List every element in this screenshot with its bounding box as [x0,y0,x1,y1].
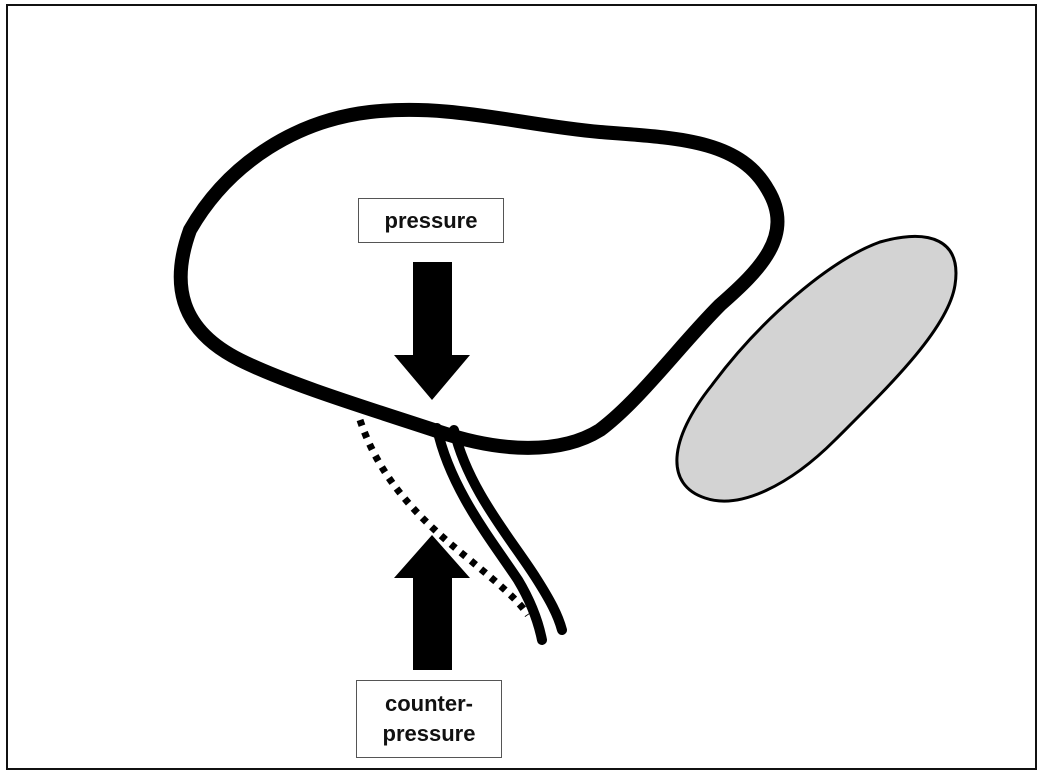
tube-outer-left [432,423,547,645]
large-organ-outline [173,102,785,455]
counter-pressure-label-line1: counter- [384,691,473,716]
adjacent-gray-structure [675,234,958,503]
pressure-arrow [394,262,470,400]
tube-outer-right [449,425,567,635]
pressure-label-text: pressure [384,207,478,233]
pressure-label: pressure [358,198,504,243]
counter-pressure-arrow [394,535,470,670]
counter-pressure-label-line2: pressure [382,721,476,746]
dotted-displacement-line [356,418,531,618]
counter-pressure-label: counter- pressure [356,680,502,758]
